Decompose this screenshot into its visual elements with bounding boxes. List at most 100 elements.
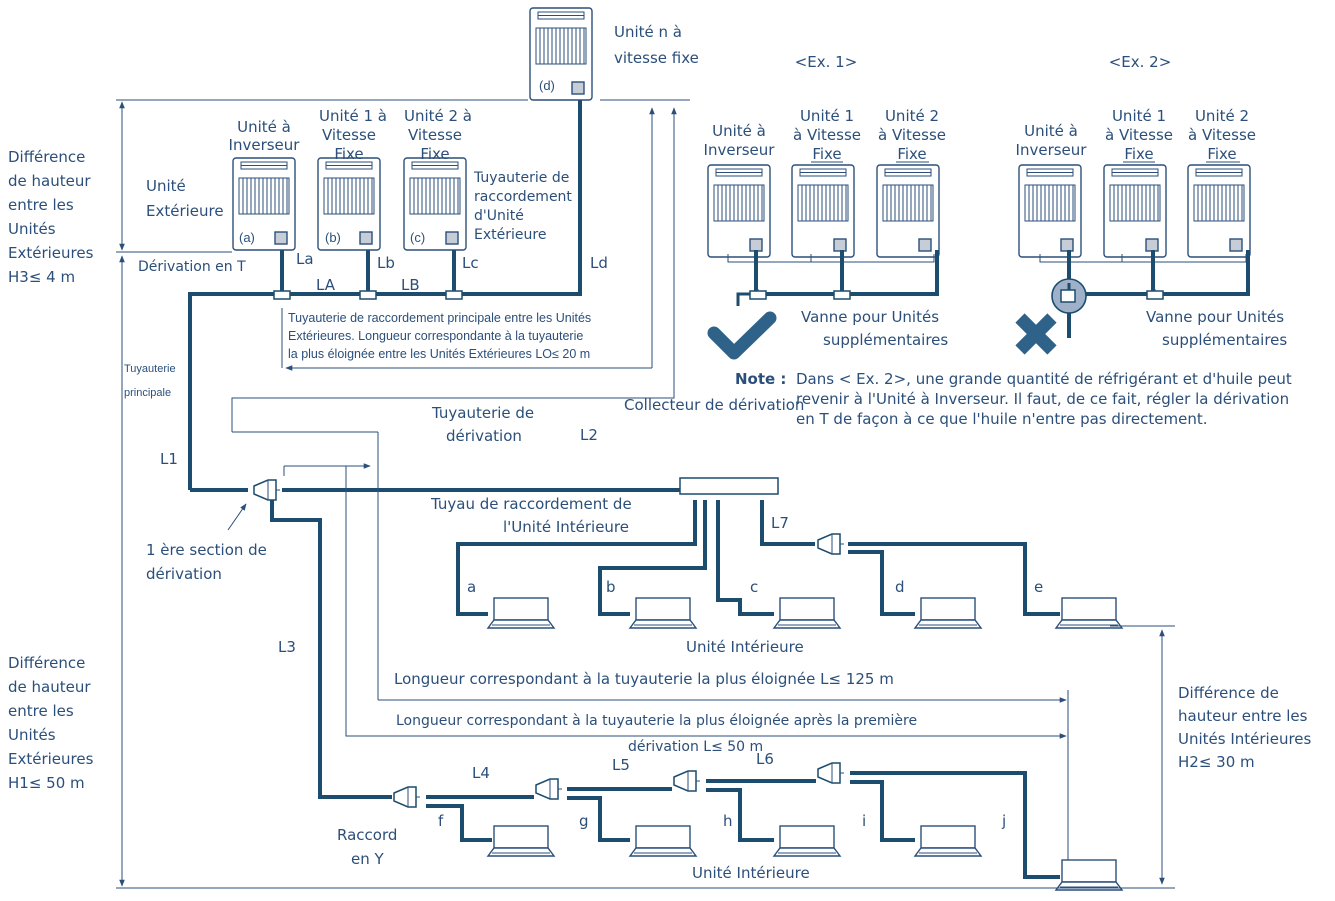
pipe-L5-label: L5 — [612, 756, 630, 774]
tee-fitting — [273, 288, 291, 300]
main-conn-note: Extérieures. Longueur correspondante à l… — [288, 329, 583, 343]
y-joint-label: en Y — [351, 850, 385, 868]
ex1-unit2-label: à Vitesse — [878, 126, 946, 144]
outdoor-conn-pipe-label: d'Unité — [474, 208, 524, 224]
pipe-Ld-label: Ld — [590, 254, 608, 272]
unit-c-tag: (c) — [410, 230, 425, 245]
y-joint — [393, 786, 421, 808]
branch-pipe-label: Tuyauterie de — [431, 404, 534, 422]
h1-label: entre les — [8, 702, 74, 720]
y-joint — [673, 770, 701, 792]
h1-label: Différence — [8, 654, 85, 672]
h1-label: de hauteur — [8, 678, 91, 696]
tee-label: Dérivation en T — [138, 259, 246, 275]
ex2-title: <Ex. 2> — [1109, 53, 1172, 71]
inverter-label: Unité à — [237, 118, 291, 136]
branch-a-label: a — [467, 578, 476, 596]
outdoor-conn-pipe-label: raccordement — [474, 189, 572, 205]
ex1-unit2-label: Fixe — [897, 145, 926, 163]
cross-mark-icon — [1015, 313, 1057, 355]
outdoor-conn-pipe-label: Tuyauterie de — [473, 170, 569, 186]
pipe-LA-label: LA — [316, 276, 336, 294]
main-pipe-label: principale — [124, 387, 171, 399]
ex1-title: <Ex. 1> — [795, 53, 858, 71]
pipe-L1-label: L1 — [160, 450, 178, 468]
main-pipework — [188, 87, 1060, 879]
fixed-unit-2-label: Fixe — [420, 145, 449, 163]
ex2-valve-label: Vanne pour Unités — [1146, 308, 1284, 326]
tee-fitting — [359, 288, 377, 300]
branch-pipe-label: dérivation — [446, 427, 522, 445]
y-joint-label: Raccord — [337, 826, 397, 844]
pipe-LB-label: LB — [401, 276, 420, 294]
branch-i-label: i — [862, 812, 866, 830]
ex1-inverter-label: Inverseur — [704, 141, 776, 159]
ex2-inverter-label: Inverseur — [1016, 141, 1088, 159]
example-labels: <Ex. 1> <Ex. 2> Unité à Inverseur Unité … — [704, 53, 1288, 349]
example-1 — [707, 164, 940, 360]
indoor-conn-pipe-label: l'Unité Intérieure — [503, 518, 629, 536]
branch-d-label: d — [895, 578, 905, 596]
branch-g-label: g — [579, 812, 589, 830]
branch-h-label: h — [723, 812, 733, 830]
ex2-unit2-label: à Vitesse — [1188, 126, 1256, 144]
branch-e-label: e — [1034, 578, 1043, 596]
h3-label: de hauteur — [8, 172, 91, 190]
ex1-unit1-label: à Vitesse — [793, 126, 861, 144]
pipe-L2-label: L2 — [580, 426, 598, 444]
branch-c-label: c — [750, 578, 758, 596]
pipe-Lc-label: Lc — [462, 254, 479, 272]
ex1-unit1-label: Unité 1 — [800, 107, 854, 125]
inverter-label: Inverseur — [229, 136, 301, 154]
fixed-unit-2-label: Unité 2 à — [404, 107, 472, 125]
h2-label: Unités Intérieures — [1178, 730, 1312, 748]
ex1-valve-label: supplémentaires — [823, 331, 948, 349]
branch-f-label: f — [438, 812, 444, 830]
h3-label: Unités — [8, 220, 56, 238]
note-label: Note : — [735, 370, 786, 388]
branch-j-label: j — [1001, 812, 1006, 830]
unit-d-tag: (d) — [539, 78, 555, 93]
ex1-valve-label: Vanne pour Unités — [801, 308, 939, 326]
ex2-valve-label: supplémentaires — [1162, 331, 1287, 349]
branch-header-box — [679, 477, 779, 495]
h2-label: hauteur entre les — [1178, 707, 1308, 725]
note-text: en T de façon à ce que l'huile n'entre p… — [796, 410, 1207, 428]
outdoor-labels: Unité n à vitesse fixe (d) Unité à Inver… — [138, 23, 699, 361]
h3-label: H3≤ 4 m — [8, 268, 75, 286]
pipe-Lb-label: Lb — [377, 254, 395, 272]
outdoor-unit-label: Extérieure — [146, 202, 224, 220]
y-joint — [535, 778, 563, 800]
longest-length-label: Longueur correspondant à la tuyauterie l… — [394, 670, 894, 688]
y-joint — [817, 762, 845, 784]
h1-label: Extérieures — [8, 750, 94, 768]
pipe-L4-label: L4 — [472, 764, 490, 782]
h1-label: H1≤ 50 m — [8, 774, 85, 792]
h1-label: Unités — [8, 726, 56, 744]
y-joint — [817, 533, 845, 555]
unit-a-tag: (a) — [239, 230, 255, 245]
after-first-branch-label: Longueur correspondant à la tuyauterie l… — [396, 713, 917, 729]
after-first-branch-label: dérivation L≤ 50 m — [628, 739, 763, 755]
tee-fitting — [445, 288, 463, 300]
ex2-unit2-label: Fixe — [1207, 145, 1236, 163]
outdoor-unit-label: Unité — [146, 177, 186, 195]
fittings — [253, 288, 845, 808]
unit-n-label: vitesse fixe — [614, 49, 699, 67]
ex1-unit2-label: Unité 2 — [885, 107, 939, 125]
outdoor-conn-pipe-label: Extérieure — [474, 227, 546, 243]
note-text: revenir à l'Unité à Inverseur. Il faut, … — [796, 390, 1289, 408]
fixed-unit-1-label: Vitesse — [322, 126, 376, 144]
note-block: Note : Dans < Ex. 2>, une grande quantit… — [735, 370, 1292, 428]
h3-label: entre les — [8, 196, 74, 214]
indoor-labels: Tuyauterie de dérivation L2 Collecteur d… — [337, 396, 1312, 882]
check-mark-icon — [707, 311, 777, 360]
unit-n-label: Unité n à — [614, 23, 682, 41]
note-text: Dans < Ex. 2>, une grande quantité de ré… — [796, 370, 1292, 388]
ex1-inverter-label: Unité à — [712, 122, 766, 140]
h2-label: H2≤ 30 m — [1178, 753, 1255, 771]
h3-label: Différence — [8, 148, 85, 166]
ex2-unit1-label: à Vitesse — [1105, 126, 1173, 144]
